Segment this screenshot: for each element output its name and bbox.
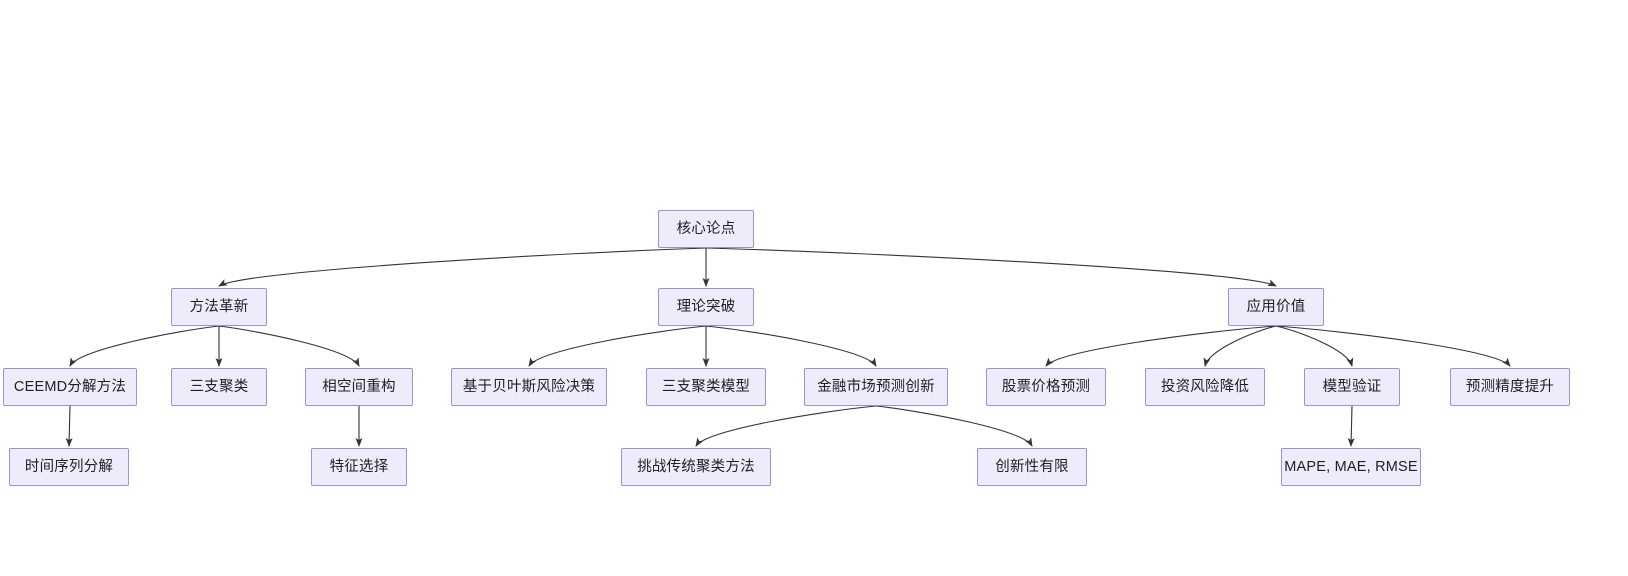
node-n2[interactable]: 理论突破	[658, 288, 754, 326]
node-n12[interactable]: 模型验证	[1304, 368, 1400, 406]
edge-paths	[65, 247, 1511, 447]
edge-n1-to-n6	[218, 325, 360, 367]
node-label: MAPE, MAE, RMSE	[1284, 458, 1418, 475]
node-label: 应用价值	[1246, 298, 1306, 315]
node-n9[interactable]: 金融市场预测创新	[804, 368, 948, 406]
node-label: 基于贝叶斯风险决策	[462, 378, 596, 395]
node-n14[interactable]: 时间序列分解	[9, 448, 129, 486]
edge-n3-to-n11	[1203, 325, 1277, 367]
edge-n3-to-n13	[1275, 325, 1511, 367]
edge-n3-to-n10	[1045, 325, 1277, 367]
edge-n2-to-n7	[528, 325, 707, 367]
edge-n1-to-n4	[69, 325, 220, 367]
node-label: 三支聚类模型	[661, 378, 751, 395]
edge-n0-to-n3	[705, 247, 1277, 287]
node-label: 三支聚类	[189, 378, 249, 395]
node-n5[interactable]: 三支聚类	[171, 368, 267, 406]
node-label: 股票价格预测	[1001, 378, 1091, 395]
node-label: CEEMD分解方法	[13, 378, 127, 395]
node-n8[interactable]: 三支聚类模型	[646, 368, 766, 406]
edge-n9-to-n17	[875, 405, 1033, 447]
node-label: 理论突破	[676, 298, 736, 315]
edge-n9-to-n16	[695, 405, 877, 447]
node-n13[interactable]: 预测精度提升	[1450, 368, 1570, 406]
node-label: 创新性有限	[995, 458, 1069, 475]
node-n4[interactable]: CEEMD分解方法	[3, 368, 137, 406]
node-n1[interactable]: 方法革新	[171, 288, 267, 326]
node-n11[interactable]: 投资风险降低	[1145, 368, 1265, 406]
node-label: 投资风险降低	[1160, 378, 1250, 395]
edge-n12-to-n18	[1347, 405, 1355, 447]
edge-n3-to-n12	[1275, 325, 1354, 367]
edge-n0-to-n1	[218, 247, 707, 287]
node-n3[interactable]: 应用价值	[1228, 288, 1324, 326]
node-label: 模型验证	[1322, 378, 1382, 395]
node-label: 预测精度提升	[1465, 378, 1555, 395]
node-n16[interactable]: 挑战传统聚类方法	[621, 448, 771, 486]
node-n10[interactable]: 股票价格预测	[986, 368, 1106, 406]
node-n17[interactable]: 创新性有限	[977, 448, 1087, 486]
node-n18[interactable]: MAPE, MAE, RMSE	[1281, 448, 1421, 486]
edge-n2-to-n9	[705, 325, 877, 367]
node-n15[interactable]: 特征选择	[311, 448, 407, 486]
node-label: 核心论点	[676, 220, 736, 237]
node-label: 金融市场预测创新	[817, 378, 935, 395]
node-label: 时间序列分解	[24, 458, 114, 475]
node-n7[interactable]: 基于贝叶斯风险决策	[451, 368, 607, 406]
edge-n4-to-n14	[65, 405, 73, 447]
node-label: 特征选择	[329, 458, 389, 475]
node-label: 方法革新	[189, 298, 249, 315]
node-label: 挑战传统聚类方法	[637, 458, 755, 475]
node-n0[interactable]: 核心论点	[658, 210, 754, 248]
node-n6[interactable]: 相空间重构	[305, 368, 413, 406]
node-label: 相空间重构	[322, 378, 396, 395]
